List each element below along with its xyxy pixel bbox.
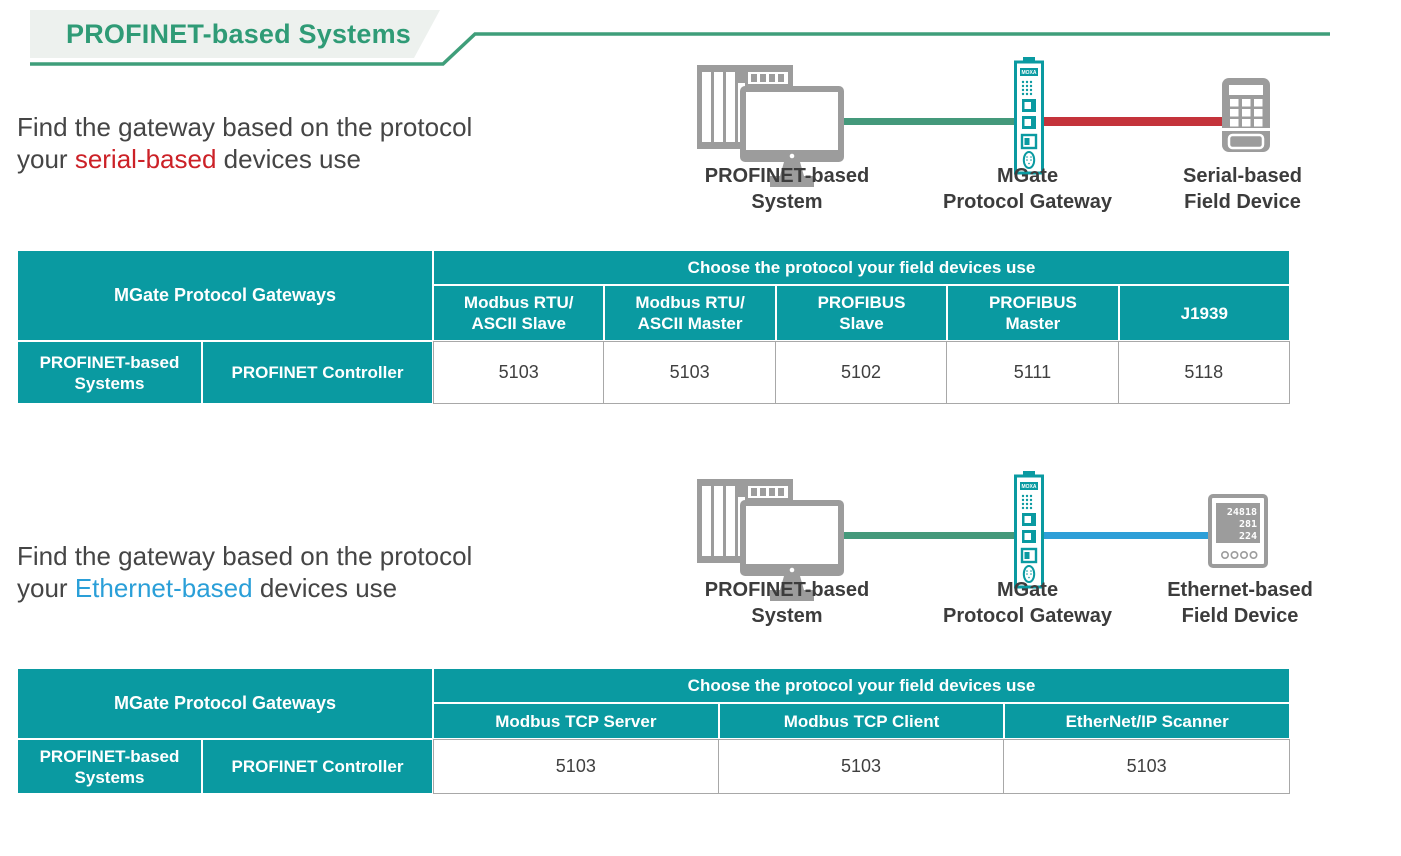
table1-col-j1939: J1939 — [1118, 285, 1290, 341]
label-mgate-gateway: MGate Protocol Gateway — [943, 579, 1112, 627]
intro-serial: Find the gateway based on the protocol y… — [17, 111, 472, 175]
meter-line-2: 281 — [1239, 519, 1257, 530]
ethernet-meter-icon: 24818 281 224 — [1208, 494, 1268, 568]
table2-col-modbus-tcp-client: Modbus TCP Client — [718, 703, 1005, 739]
table1-value-5: 5118 — [1118, 341, 1290, 404]
table1-value-2: 5103 — [604, 341, 776, 404]
label-ethernet-device: Ethernet-based Field Device — [1167, 579, 1313, 627]
table2-banner: Choose the protocol your field devices u… — [433, 668, 1290, 703]
label-serial-device: Serial-based Field Device — [1183, 165, 1302, 213]
intro-serial-highlight: serial-based — [74, 144, 217, 174]
intro-ethernet-suffix: devices use — [252, 573, 398, 603]
label-profinet-system: PROFINET-based System — [704, 579, 870, 627]
table1-corner: MGate Protocol Gateways — [17, 250, 433, 341]
header-accent-line — [30, 32, 1330, 66]
meter-line-1: 24818 — [1227, 507, 1257, 518]
table2-value-1: 5103 — [433, 739, 719, 794]
table2-col-modbus-tcp-server: Modbus TCP Server — [433, 703, 719, 739]
table2-corner: MGate Protocol Gateways — [17, 668, 433, 739]
table1-banner: Choose the protocol your field devices u… — [433, 250, 1290, 285]
table2-col-ethernet-ip-scanner: EtherNet/IP Scanner — [1004, 703, 1290, 739]
intro-serial-suffix: devices use — [216, 144, 361, 174]
label-mgate-gateway: MGate Protocol Gateway — [943, 165, 1112, 213]
mgate-device-icon: MOXA — [1014, 57, 1044, 175]
table1-value-1: 5103 — [433, 341, 605, 404]
intro-ethernet: Find the gateway based on the protocol y… — [17, 540, 472, 604]
page-title: PROFINET-based Systems — [66, 18, 412, 49]
link-profinet-green — [844, 118, 1014, 125]
table1-col-modbus-rtu-slave: Modbus RTU/ ASCII Slave — [433, 285, 605, 341]
table1-row-role: PROFINET Controller — [202, 341, 433, 404]
diagram-serial: MOXA — [690, 56, 1350, 221]
table2-row-role: PROFINET Controller — [202, 739, 433, 794]
intro-serial-prefix: your — [17, 144, 75, 174]
table1-col-modbus-rtu-master: Modbus RTU/ ASCII Master — [604, 285, 776, 341]
moxa-logo: MOXA — [1022, 70, 1037, 76]
meter-line-3: 224 — [1239, 531, 1257, 542]
table2-row-system: PROFINET-based Systems — [17, 739, 202, 794]
table1-col-profibus-slave: PROFIBUS Slave — [775, 285, 948, 341]
link-ethernet-blue — [1042, 532, 1208, 539]
section-header: PROFINET-based Systems — [30, 10, 440, 58]
serial-device-icon — [1222, 78, 1270, 152]
gateway-table-ethernet: MGate Protocol Gateways Choose the proto… — [17, 668, 1290, 794]
gateway-table-serial: MGate Protocol Gateways Choose the proto… — [17, 250, 1290, 404]
moxa-logo: MOXA — [1022, 484, 1037, 490]
intro-ethernet-line2: your Ethernet-based devices use — [17, 572, 472, 604]
intro-ethernet-prefix: your — [17, 573, 75, 603]
mgate-device-icon: MOXA — [1014, 471, 1044, 589]
table1-row-system: PROFINET-based Systems — [17, 341, 202, 404]
intro-serial-line1: Find the gateway based on the protocol — [17, 112, 473, 142]
table1-value-4: 5111 — [947, 341, 1119, 404]
monitor-icon — [740, 86, 844, 187]
table1-value-3: 5102 — [775, 341, 948, 404]
diagram-ethernet: MOXA 24818 281 224 — [690, 470, 1350, 635]
link-serial-red — [1042, 117, 1222, 126]
intro-serial-line2: your serial-based devices use — [17, 143, 472, 175]
table1-col-profibus-master: PROFIBUS Master — [947, 285, 1119, 341]
link-profinet-green-2 — [844, 532, 1014, 539]
table2-value-3: 5103 — [1004, 739, 1290, 794]
table2-value-2: 5103 — [718, 739, 1005, 794]
intro-ethernet-highlight: Ethernet-based — [74, 573, 253, 603]
monitor-icon — [740, 500, 844, 601]
label-profinet-system: PROFINET-based System — [704, 165, 870, 213]
intro-ethernet-line1: Find the gateway based on the protocol — [17, 541, 473, 571]
